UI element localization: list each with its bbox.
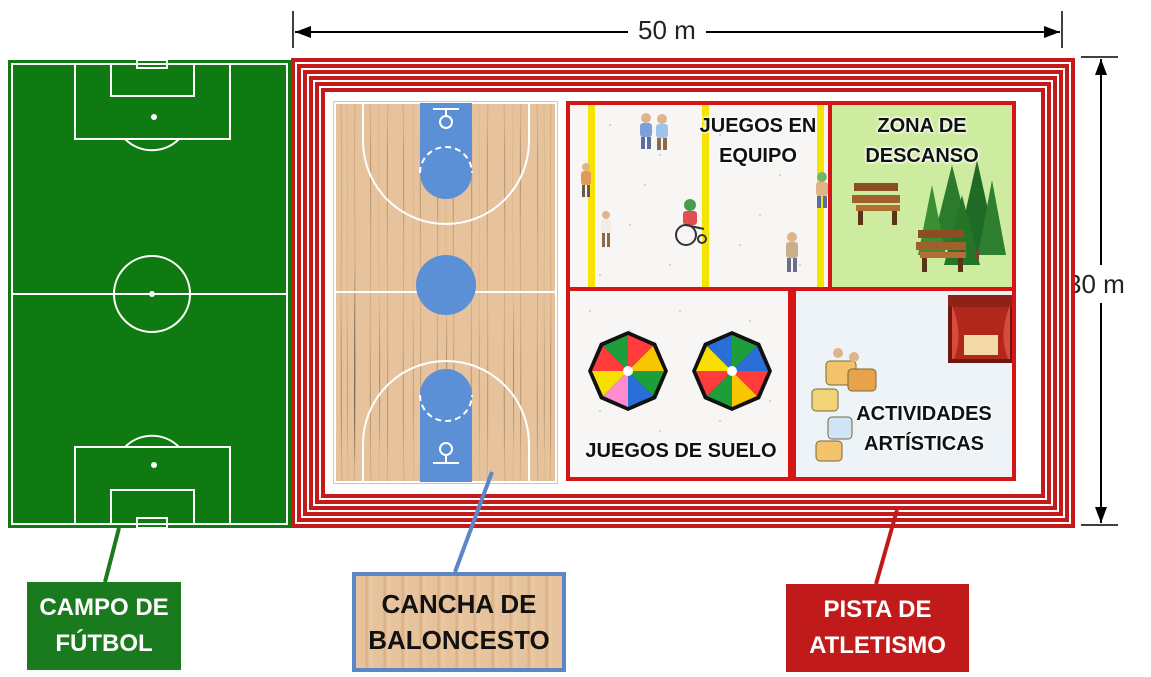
callout-football-line2: FÚTBOL: [55, 630, 153, 657]
team-games-label-line2: EQUIPO: [719, 145, 797, 167]
floor-games-label: JUEGOS DE SUELO: [585, 440, 777, 462]
leader-line-track: [874, 509, 899, 585]
callout-track-line1: PISTA DE: [823, 596, 932, 623]
zone-floor-games: JUEGOS DE SUELO: [566, 291, 792, 481]
children-icon: [581, 113, 828, 272]
rest-zone-label: ZONA DE DESCANSO: [832, 111, 1012, 171]
callout-basketball-court: CANCHA DE BALONCESTO: [352, 572, 566, 672]
bench-icon: [916, 230, 966, 272]
team-games-label: JUEGOS EN EQUIPO: [678, 111, 838, 171]
callout-track-line2: ATLETISMO: [809, 632, 946, 659]
floor-games-art: [588, 310, 772, 432]
callout-football-line1: CAMPO DE: [39, 594, 169, 621]
leader-line-football: [103, 527, 121, 583]
parachute-game-icon: [588, 331, 668, 411]
bench-icon: [852, 183, 900, 225]
zone-arts: ACTIVIDADES ARTÍSTICAS: [792, 291, 1016, 481]
arts-label-line1: ACTIVIDADES: [856, 403, 992, 425]
width-label: 50 m: [628, 15, 706, 45]
zone-rest: ZONA DE DESCANSO: [832, 101, 1016, 291]
wheelchair-icon: [675, 199, 707, 246]
rest-zone-label-line1: ZONA DE: [877, 115, 967, 137]
leader-line-basketball: [453, 471, 494, 573]
parachute-game-icon: [692, 331, 772, 411]
callout-basketball-line1: CANCHA DE: [381, 589, 537, 619]
soccer-field: [8, 60, 291, 528]
arts-art: [811, 295, 1012, 462]
callout-basketball-line2: BALONCESTO: [368, 625, 550, 655]
team-games-field: [581, 105, 828, 287]
basketball-court: [333, 101, 558, 484]
arts-label-line2: ARTÍSTICAS: [864, 433, 984, 455]
zone-team-games: JUEGOS EN EQUIPO: [566, 101, 832, 291]
callout-athletics-track: PISTA DE ATLETISMO: [786, 584, 969, 672]
rest-zone-art: [852, 160, 1006, 272]
drums-icon: [811, 348, 877, 462]
rest-zone-label-line2: DESCANSO: [865, 145, 979, 167]
arts-label: ACTIVIDADES ARTÍSTICAS: [836, 399, 1012, 459]
callout-football-field: CAMPO DE FÚTBOL: [27, 582, 181, 670]
team-games-label-line1: JUEGOS EN: [699, 115, 817, 137]
stage-curtain-icon: [948, 295, 1012, 363]
